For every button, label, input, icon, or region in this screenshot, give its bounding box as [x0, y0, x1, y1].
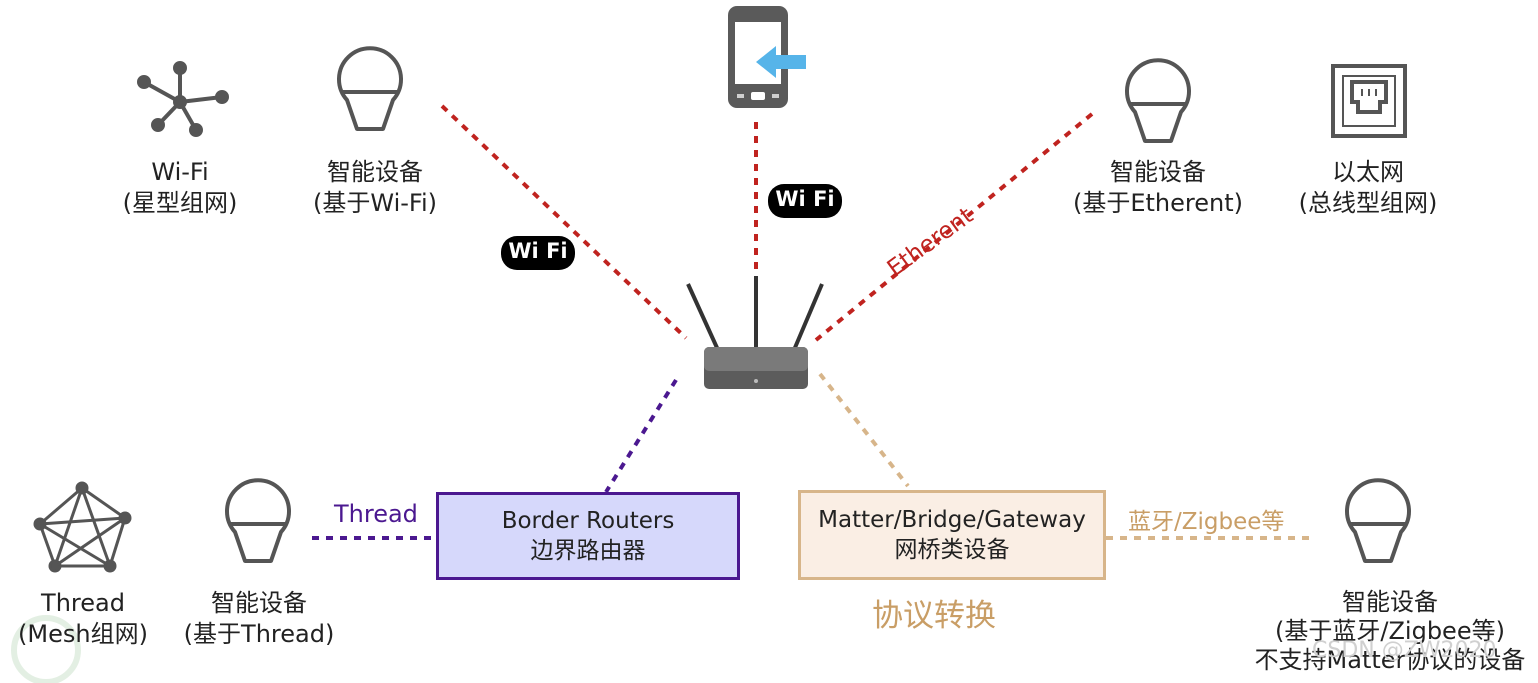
- zigbee-device-note: 不支持Matter协议的设备: [1254, 646, 1526, 674]
- eth-device-label: 智能设备 (基于Etherent): [1060, 157, 1256, 219]
- thread-mesh-subtitle: (Mesh组网): [18, 620, 148, 648]
- wifi-device-subtitle: (基于Wi-Fi): [313, 189, 437, 217]
- star-network-icon: [137, 61, 229, 137]
- border-routers-subtitle: 边界路由器: [530, 538, 646, 564]
- router-gateway-link: [818, 372, 910, 488]
- wifi-star-subtitle: (星型组网): [122, 189, 238, 217]
- zigbee-device-subtitle: (基于蓝牙/Zigbee等): [1275, 617, 1505, 645]
- light-bulb-icon: [225, 478, 291, 563]
- wifi-star-label: Wi-Fi (星型组网): [110, 157, 250, 219]
- thread-device-subtitle: (基于Thread): [183, 620, 335, 648]
- zigbee-device-title: 智能设备: [1342, 588, 1438, 616]
- zigbee-device-label: 智能设备 (基于蓝牙/Zigbee等) 不支持Matter协议的设备: [1246, 588, 1534, 675]
- thread-mesh-title: Thread: [41, 589, 125, 617]
- zigbee-edge-label: 蓝牙/Zigbee等: [1128, 509, 1285, 535]
- eth-device-subtitle: (基于Etherent): [1072, 189, 1243, 217]
- ethernet-title: 以太网: [1332, 158, 1404, 186]
- wifi-device-link: [440, 104, 688, 340]
- router-icon: [686, 276, 824, 389]
- ethernet-subtitle: (总线型组网): [1298, 189, 1438, 217]
- wifi-device-label: 智能设备 (基于Wi-Fi): [290, 157, 460, 219]
- ethernet-link: [814, 112, 1094, 342]
- light-bulb-icon: [1345, 478, 1411, 563]
- wifi-device-title: 智能设备: [327, 158, 423, 186]
- thread-edge-label: Thread: [334, 500, 418, 528]
- gateway-box: Matter/Bridge/Gateway 网桥类设备: [798, 490, 1106, 580]
- protocol-conversion-label: 协议转换: [872, 598, 996, 634]
- eth-device-title: 智能设备: [1110, 158, 1206, 186]
- wifi-badge-icon: Wi Fi: [501, 236, 575, 270]
- smartphone-icon: [728, 6, 806, 108]
- light-bulb-icon: [1125, 58, 1191, 143]
- wifi-badge-icon: Wi Fi: [768, 184, 842, 218]
- logo-watermark-icon: [11, 615, 81, 683]
- border-routers-box: Border Routers 边界路由器: [436, 492, 740, 580]
- thread-device-label: 智能设备 (基于Thread): [172, 588, 346, 650]
- ethernet-port-icon: [1331, 64, 1407, 138]
- ethernet-label: 以太网 (总线型组网): [1288, 157, 1448, 219]
- watermark-text: CSDN @ZW2020: [1312, 638, 1497, 663]
- gateway-subtitle: 网桥类设备: [894, 537, 1010, 563]
- wifi-star-title: Wi-Fi: [151, 158, 209, 186]
- gateway-title: Matter/Bridge/Gateway: [818, 507, 1086, 533]
- light-bulb-icon: [337, 46, 403, 131]
- border-routers-title: Border Routers: [501, 508, 675, 534]
- thread-device-title: 智能设备: [211, 589, 307, 617]
- thread-mesh-label: Thread (Mesh组网): [8, 588, 158, 650]
- router-thread-link: [604, 378, 678, 494]
- mesh-network-icon: [33, 481, 132, 573]
